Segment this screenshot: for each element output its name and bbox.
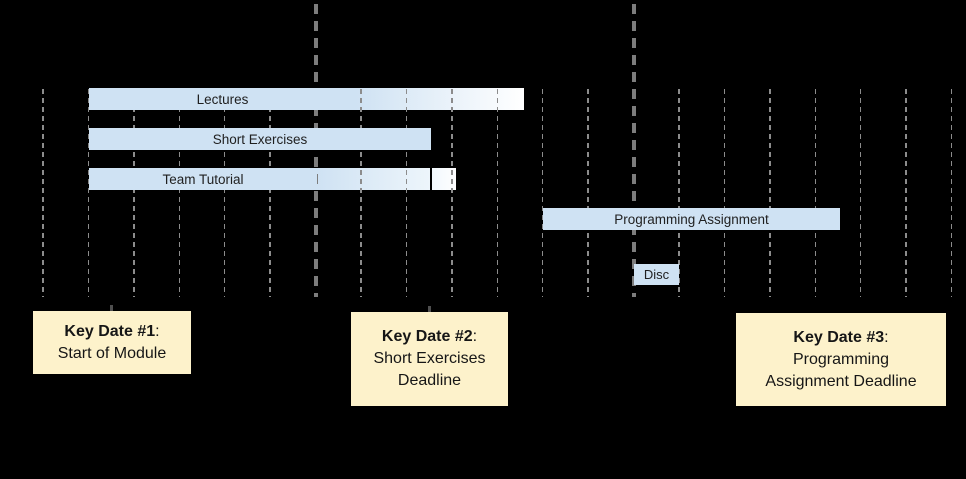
gridline (541, 89, 544, 297)
key-date-2-title: Key Date #2: (381, 328, 478, 345)
key-date-2-tick (427, 306, 431, 312)
bar-team-tutorial-fade-extension (431, 168, 456, 190)
gridline (133, 89, 135, 297)
bar-short-exercises: Short Exercises (89, 128, 431, 150)
gridline (587, 89, 589, 297)
key-date-1-description: Start of Module (57, 344, 167, 362)
gridline (405, 89, 408, 297)
bar-lectures: Lectures (89, 88, 356, 110)
milestone-dashed-line-2 (631, 4, 636, 297)
milestone-dashed-line-1 (313, 4, 318, 297)
gridline (87, 89, 90, 297)
gridline (451, 89, 453, 297)
gridline (496, 89, 499, 297)
gridline (178, 89, 181, 297)
gridline (950, 89, 953, 297)
key-date-1-box: Key Date #1: Start of Module (33, 311, 191, 374)
key-date-2-box: Key Date #2: Short Exercises Deadline (351, 312, 508, 406)
bar-team-tutorial-fade (317, 168, 430, 190)
key-date-1-tick (109, 305, 113, 311)
key-date-3-description: Programming Assignment Deadline (765, 350, 917, 390)
gridline (360, 89, 362, 297)
gridline (859, 89, 862, 297)
gridline (814, 89, 817, 297)
bar-lectures-label: Lectures (196, 91, 249, 107)
gridline (42, 89, 44, 297)
bar-short-exercises-label: Short Exercises (212, 131, 308, 147)
bar-lectures-fade (356, 88, 524, 110)
bar-programming-assignment: Programming Assignment (543, 208, 840, 230)
bar-team-tutorial-label: Team Tutorial (162, 171, 244, 187)
key-date-3-title: Key Date #3: (793, 328, 889, 346)
gridline (723, 89, 726, 297)
bar-discussion: Disc (634, 264, 679, 285)
key-date-2-description: Short Exercises Deadline (373, 350, 486, 389)
key-date-3-box: Key Date #3: Programming Assignment Dead… (736, 313, 946, 406)
gridline (678, 89, 680, 297)
key-date-1-title: Key Date #1: (64, 322, 160, 340)
gridline (905, 89, 907, 297)
bar-programming-assignment-label: Programming Assignment (614, 211, 769, 227)
gridline (223, 89, 226, 297)
bar-discussion-label: Disc (643, 267, 670, 282)
gridline (269, 89, 271, 297)
gridline (769, 89, 771, 297)
bar-team-tutorial: Team Tutorial (89, 168, 317, 190)
